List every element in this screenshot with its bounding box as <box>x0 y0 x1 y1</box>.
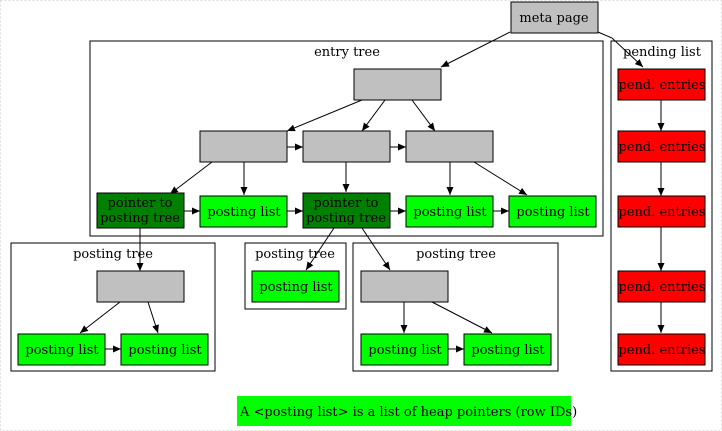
node-posting-list: posting list <box>508 195 597 228</box>
node-pointer-to-posting-tree: pointer to posting tree <box>96 192 185 229</box>
node-posting-list: posting list <box>120 333 209 366</box>
node-pending-entries: pend. entries <box>617 130 706 163</box>
posting-tree-label: posting tree <box>255 247 335 262</box>
edge <box>361 99 386 132</box>
posting-tree-label: posting tree <box>73 247 153 262</box>
pointer-node-line1: pointer to <box>314 196 379 211</box>
node-posting-list: posting list <box>199 195 288 228</box>
node-posting-list: posting list <box>251 270 340 303</box>
pending-entries-label: pend. entries <box>618 280 705 295</box>
meta-page-label: meta page <box>519 11 589 26</box>
posting-tree-cluster-middle: posting tree <box>244 242 347 310</box>
posting-tree-cluster-left: posting tree <box>10 242 216 372</box>
posting-list-label: posting list <box>516 205 590 220</box>
node-posting-list: posting list <box>360 333 449 366</box>
node-pending-entries: pend. entries <box>617 195 706 228</box>
pending-entries-label: pend. entries <box>618 205 705 220</box>
pending-entries-label: pend. entries <box>618 343 705 358</box>
edge <box>431 301 493 334</box>
pending-entries-label: pend. entries <box>618 78 705 93</box>
entry-tree-internal-page <box>302 130 391 163</box>
posting-tree-label: posting tree <box>416 247 496 262</box>
node-pointer-to-posting-tree: pointer to posting tree <box>302 192 391 229</box>
node-posting-list: posting list <box>405 195 494 228</box>
edge <box>361 227 391 271</box>
pending-entries-label: pend. entries <box>618 140 705 155</box>
edges <box>79 31 665 353</box>
edge <box>286 99 363 132</box>
edge <box>597 31 644 68</box>
node-pending-entries: pend. entries <box>617 333 706 366</box>
posting-list-label: posting list <box>368 343 442 358</box>
pointer-node-line2: posting tree <box>306 211 386 226</box>
edge <box>305 227 335 271</box>
edge <box>147 301 159 334</box>
edge <box>440 31 511 68</box>
edge <box>411 99 436 132</box>
node-pending-entries: pend. entries <box>617 270 706 303</box>
node-meta-page: meta page <box>510 1 599 34</box>
posting-list-label: posting list <box>128 343 202 358</box>
edge <box>79 301 121 334</box>
entry-tree-cluster: entry tree <box>89 40 604 237</box>
posting-list-label: posting list <box>413 205 487 220</box>
pointer-node-line1: pointer to <box>108 196 173 211</box>
edge <box>473 161 528 196</box>
posting-tree-page <box>360 270 449 303</box>
posting-list-label: posting list <box>471 343 545 358</box>
entry-tree-internal-page <box>199 130 288 163</box>
pending-list-label: pending list <box>623 45 702 60</box>
pending-list-cluster: pending list <box>610 40 713 372</box>
posting-list-label: posting list <box>25 343 99 358</box>
entry-tree-internal-page <box>405 130 494 163</box>
legend-note-text: A <posting list> is a list of heap point… <box>239 405 577 420</box>
posting-list-label: posting list <box>207 205 281 220</box>
entry-tree-label: entry tree <box>314 45 380 60</box>
legend-note: A <posting list> is a list of heap point… <box>237 396 577 426</box>
posting-tree-page <box>96 270 185 303</box>
posting-list-label: posting list <box>259 280 333 295</box>
pointer-node-line2: posting tree <box>100 211 180 226</box>
entry-tree-root-page <box>353 68 442 101</box>
edge <box>169 161 213 195</box>
node-posting-list: posting list <box>463 333 552 366</box>
node-posting-list: posting list <box>17 333 106 366</box>
node-pending-entries: pend. entries <box>617 68 706 101</box>
posting-tree-cluster-right: posting tree <box>352 242 559 372</box>
